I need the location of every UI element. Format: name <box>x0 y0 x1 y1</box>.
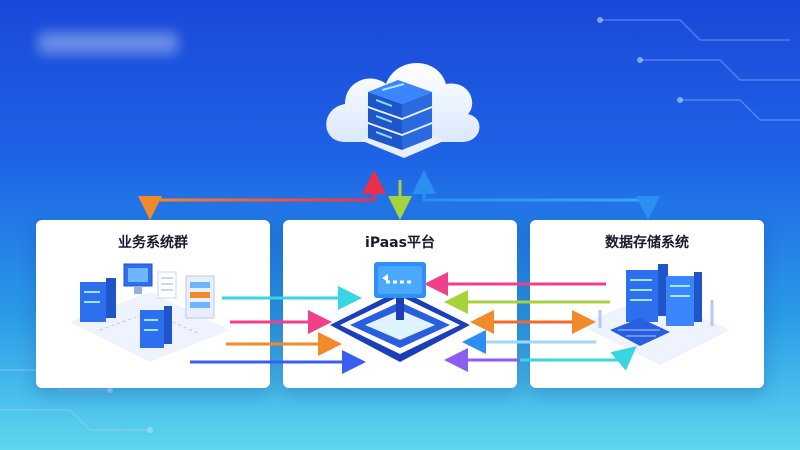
business-systems-title: 业务系统群 <box>118 235 188 251</box>
data-storage-icon <box>580 264 730 365</box>
ipaas-platform-title: iPaas平台 <box>365 235 435 251</box>
blurred-logo <box>38 32 178 54</box>
ipaas-platform-icon <box>330 262 470 362</box>
data-storage-title: 数据存储系统 <box>605 235 689 251</box>
business-servers-icon <box>70 263 230 362</box>
